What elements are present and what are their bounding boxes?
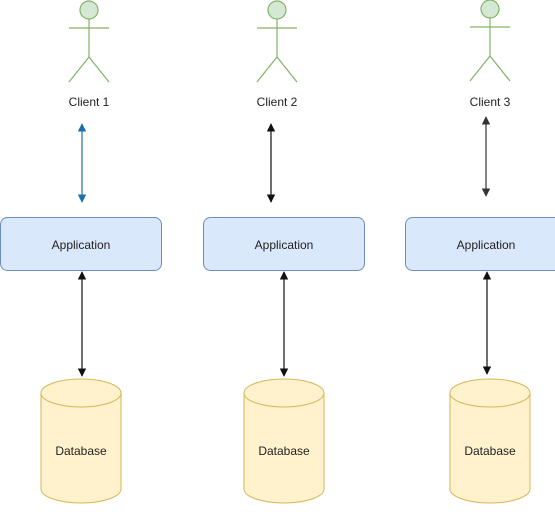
database-cylinder[interactable]: Database bbox=[243, 378, 325, 504]
database-label: Database bbox=[258, 444, 310, 458]
person-actor-icon bbox=[469, 0, 511, 82]
application-box[interactable]: Application bbox=[405, 217, 555, 271]
database-cylinder-icon bbox=[243, 378, 325, 504]
column-3: Client 3 Application Database bbox=[405, 0, 555, 504]
application-box[interactable]: Application bbox=[0, 217, 162, 271]
person-actor-icon bbox=[68, 0, 110, 83]
client-1-actor[interactable] bbox=[68, 0, 110, 83]
client-label: Client 3 bbox=[470, 95, 511, 109]
column-1: Client 1 Application Database bbox=[0, 0, 162, 504]
client-2-actor[interactable] bbox=[256, 0, 298, 83]
client-3-actor[interactable] bbox=[469, 0, 511, 82]
client-label: Client 1 bbox=[69, 95, 110, 109]
database-label: Database bbox=[55, 444, 107, 458]
application-label: Application bbox=[457, 238, 516, 252]
application-box[interactable]: Application bbox=[203, 217, 365, 271]
application-label: Application bbox=[255, 238, 314, 252]
database-label: Database bbox=[464, 444, 516, 458]
database-cylinder[interactable]: Database bbox=[449, 378, 531, 504]
client-label: Client 2 bbox=[257, 95, 298, 109]
column-2: Client 2 Application Database bbox=[203, 0, 365, 504]
person-actor-icon bbox=[256, 0, 298, 83]
database-cylinder[interactable]: Database bbox=[40, 378, 122, 504]
database-cylinder-icon bbox=[40, 378, 122, 504]
application-label: Application bbox=[52, 238, 111, 252]
database-cylinder-icon bbox=[449, 378, 531, 504]
